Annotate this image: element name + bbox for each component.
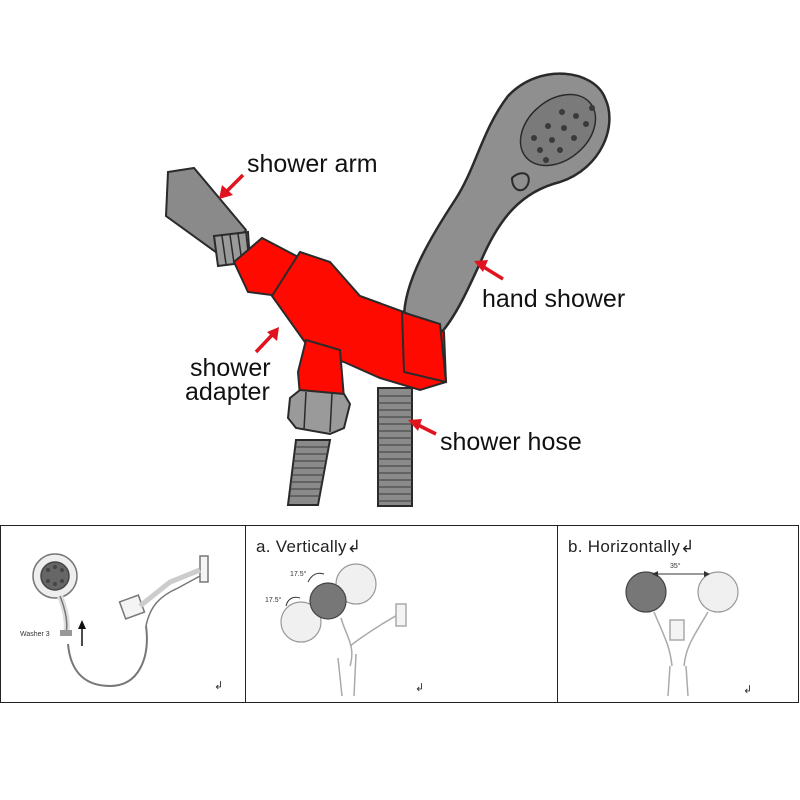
annotation-washer: Washer 3	[20, 631, 50, 638]
annotation-angle-horizontal: 35°	[670, 563, 681, 570]
shower-hose-left	[286, 439, 332, 506]
shower-arm-pipe	[164, 166, 252, 268]
annotation-angle-down: 17.5°	[265, 597, 282, 604]
return-mark: ↲	[415, 682, 425, 694]
shower-adapter	[232, 236, 448, 406]
panel-divider	[557, 525, 558, 703]
shower-hose-right	[377, 387, 413, 507]
return-mark: ↲	[743, 684, 753, 696]
arrow-shower-arm	[219, 173, 245, 199]
main-diagram	[164, 72, 611, 507]
hand-shower	[402, 72, 611, 336]
label-shower-arm: shower arm	[247, 150, 378, 178]
label-hand-shower: hand shower	[482, 285, 626, 313]
arrow-shower-hose	[408, 419, 437, 436]
return-mark: ↲	[214, 680, 224, 692]
annotation-angle-up: 17.5°	[290, 571, 307, 578]
panel-strip	[0, 525, 799, 703]
label-shower-adapter-line1: shower	[190, 354, 271, 382]
panel-vertical-illustration	[280, 563, 407, 697]
label-shower-hose: shower hose	[440, 428, 582, 456]
panel-install-illustration	[32, 553, 209, 688]
arrow-hand-shower	[474, 260, 504, 281]
arrow-shower-adapter	[254, 327, 279, 354]
hex-nut	[286, 388, 352, 436]
panel-title-horizontally: b. Horizontally↲	[568, 537, 695, 556]
panel-title-vertically: a. Vertically↲	[256, 537, 362, 556]
panel-horizontal-illustration	[625, 571, 739, 697]
panel-divider	[245, 525, 246, 703]
label-shower-adapter-line2: adapter	[185, 378, 270, 406]
